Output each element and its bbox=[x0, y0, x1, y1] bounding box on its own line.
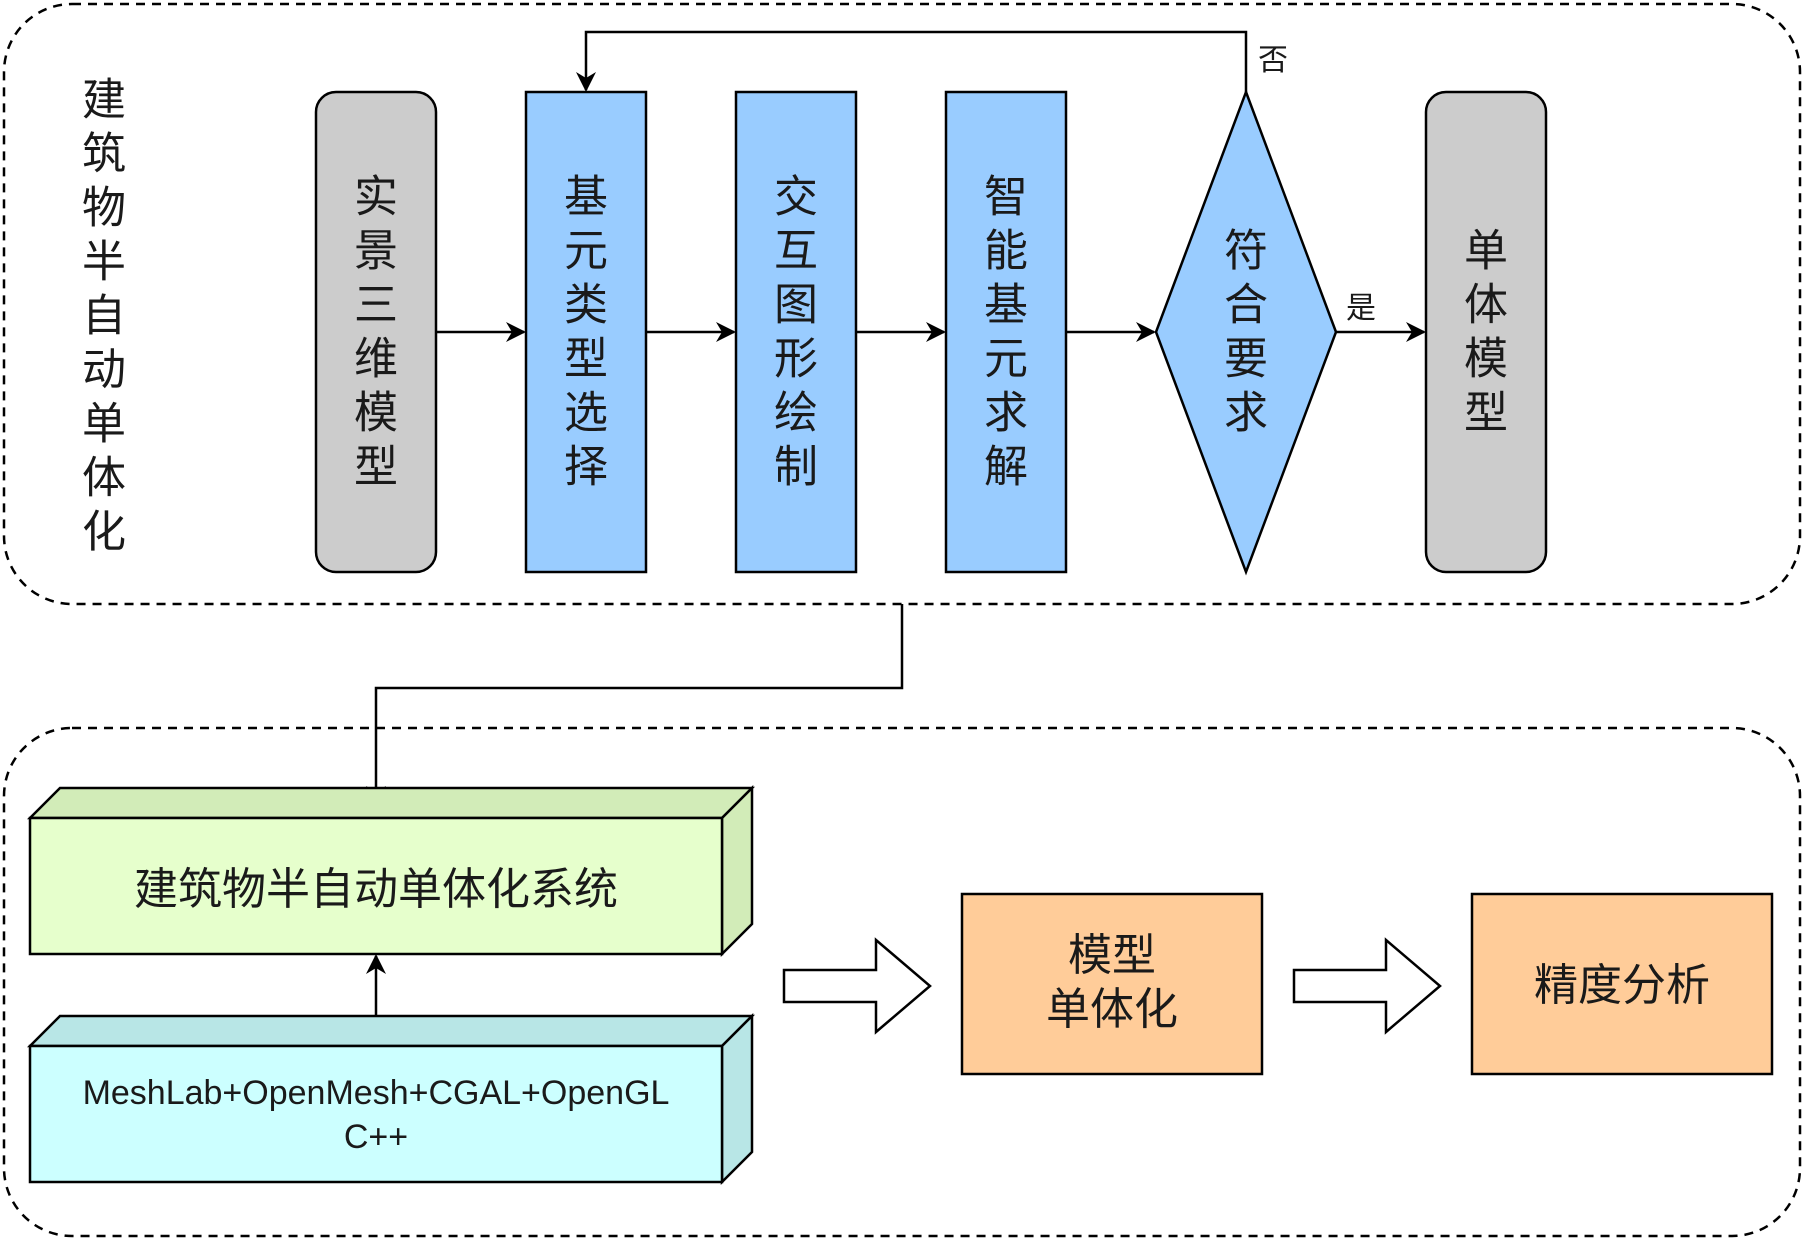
system-box-label: 建筑物半自动单体化系统 bbox=[134, 864, 618, 915]
tech-box-front-face bbox=[28, 1044, 724, 1184]
system-box-top-face bbox=[26, 786, 756, 820]
result-box-model-line2: 单体化 bbox=[1046, 984, 1178, 1035]
system-box-side-face bbox=[720, 784, 754, 958]
node-n5-label: 符合要求 bbox=[1224, 226, 1268, 439]
result-box-accuracy-label: 精度分析 bbox=[1534, 960, 1710, 1011]
node-n4: 智能基元求解 bbox=[944, 90, 1068, 574]
tech-box-top-face bbox=[26, 1014, 756, 1048]
block-arrow-1 bbox=[782, 937, 932, 1035]
edge-n5-loop-back bbox=[576, 30, 1248, 92]
edge-label-no: 否 bbox=[1258, 43, 1288, 78]
node-n6-shape bbox=[1424, 90, 1548, 574]
group-title-vertical: 建筑物半自动单体化 bbox=[82, 75, 126, 558]
tech-box-side-face bbox=[720, 1012, 754, 1186]
result-box-model-line1: 模型 bbox=[1068, 930, 1156, 981]
node-n1-shape bbox=[314, 90, 438, 574]
result-box-accuracy-shape bbox=[1470, 892, 1774, 1076]
system-box: 建筑物半自动单体化系统 bbox=[26, 784, 756, 958]
result-box-model: 模型 单体化 bbox=[960, 892, 1264, 1076]
tech-box: MeshLab+OpenMesh+CGAL+OpenGL C++ bbox=[26, 1012, 756, 1186]
result-box-accuracy: 精度分析 bbox=[1470, 892, 1774, 1076]
node-n1-label: 实景三维模型 bbox=[354, 172, 398, 493]
edge-group-to-system bbox=[366, 604, 904, 806]
node-n2-label: 基元类型选择 bbox=[564, 172, 608, 493]
tech-box-line2: C++ bbox=[344, 1118, 408, 1156]
system-box-front-face bbox=[28, 816, 724, 956]
block-arrow-2 bbox=[1292, 937, 1442, 1035]
node-n4-label: 智能基元求解 bbox=[984, 172, 1028, 493]
node-n3: 交互图形绘制 bbox=[734, 90, 858, 574]
result-box-model-shape bbox=[960, 892, 1264, 1076]
node-n2: 基元类型选择 bbox=[524, 90, 648, 574]
tech-box-line1: MeshLab+OpenMesh+CGAL+OpenGL bbox=[83, 1074, 670, 1112]
node-n6-label: 单体模型 bbox=[1464, 226, 1508, 439]
node-n2-shape bbox=[524, 90, 648, 574]
node-n4-shape bbox=[944, 90, 1068, 574]
node-n1: 实景三维模型 bbox=[314, 90, 438, 574]
bottom-group-container bbox=[2, 726, 1802, 1238]
node-n3-label: 交互图形绘制 bbox=[774, 172, 818, 493]
edge-label-yes: 是 bbox=[1346, 291, 1376, 326]
node-n5-decision: 符合要求 bbox=[1154, 88, 1338, 576]
node-n5-shape bbox=[1154, 88, 1338, 576]
node-n3-shape bbox=[734, 90, 858, 574]
node-n6: 单体模型 bbox=[1424, 90, 1548, 574]
